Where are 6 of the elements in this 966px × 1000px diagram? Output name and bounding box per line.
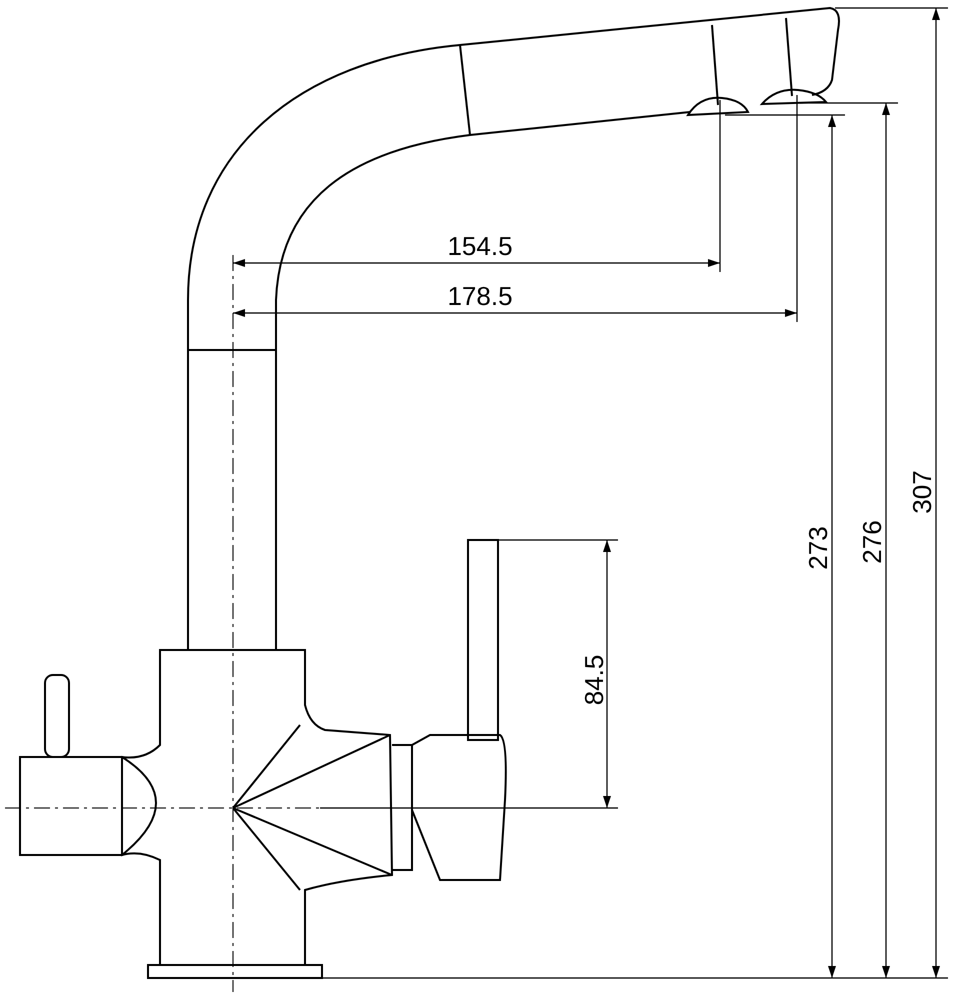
dimension-value: 178.5	[447, 283, 513, 309]
dimension-value: 154.5	[447, 233, 513, 259]
dimension-value: 307	[909, 470, 935, 514]
dimension-value: 276	[859, 520, 885, 564]
dimension-value: 84.5	[581, 654, 607, 706]
dimension-value: 273	[805, 526, 831, 570]
